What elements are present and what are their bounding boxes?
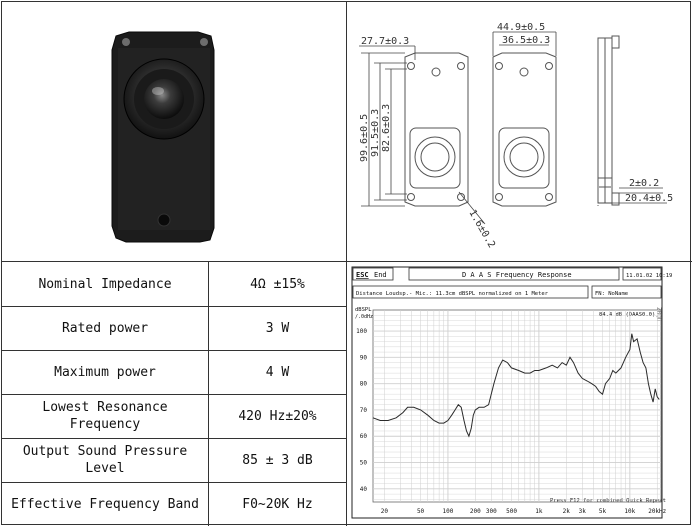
dim-20-4: 20.4±0.5: [625, 193, 673, 204]
y-tick-label: 60: [360, 433, 368, 440]
x-tick-label: 20kHz: [648, 508, 666, 515]
y-tick-label: 100: [356, 328, 367, 335]
dim-hole: 1.6±0.2: [466, 208, 497, 250]
spec-row-divider: [1, 350, 346, 351]
x-tick-label: 5k: [599, 508, 607, 515]
response-curve: [372, 333, 660, 438]
frequency-response-panel: ESC End D A A S Frequency Response 11.01…: [347, 262, 691, 526]
dim-27-7: 27.7±0.3: [361, 36, 409, 47]
divider-vertical: [346, 1, 347, 526]
dim-82-6: 82.6±0.3: [381, 104, 392, 152]
x-tick-label: 20: [381, 508, 389, 515]
end-key[interactable]: End: [374, 271, 387, 279]
esc-key[interactable]: ESC: [356, 271, 369, 279]
spec-value: 85 ± 3 dB: [242, 452, 313, 468]
x-tick-label: 300: [486, 508, 497, 515]
spec-value: F0~20K Hz: [242, 496, 313, 512]
spec-row-divider: [1, 482, 346, 483]
x-tick-label: 100: [443, 508, 454, 515]
y-unit-label: dBSPL: [355, 307, 372, 313]
technical-drawing: 27.7±0.3 44.9±0.5 36.5±0.3 99.6±0.5 91.5…: [347, 2, 691, 261]
spec-row-divider: [1, 438, 346, 439]
spec-value: 420 Hz±20%: [238, 408, 317, 424]
spec-label: Nominal Impedance: [38, 276, 172, 292]
y-tick-label: 80: [360, 381, 368, 388]
y-tick-label: 70: [360, 407, 368, 414]
y-unit-sub: /.0dHz: [355, 314, 373, 320]
y-tick-label: 50: [360, 460, 368, 467]
graph-subtitle: Distance Loudsp.- Mic.: 11.3cm dBSPL nor…: [356, 291, 549, 297]
x-tick-label: 3k: [579, 508, 587, 515]
spec-label: Output Sound Pressure Level: [22, 444, 188, 476]
dimension-drawing: 27.7±0.3 44.9±0.5 36.5±0.3 99.6±0.5 91.5…: [359, 22, 673, 250]
plot-area: [372, 309, 662, 503]
spec-label: Lowest Resonance Frequency: [42, 400, 168, 432]
graph-file: FN: NoName: [595, 291, 628, 297]
dim-91-5: 91.5±0.3: [370, 109, 381, 157]
dim-99-6: 99.6±0.5: [359, 114, 370, 162]
x-tick-label: 2k: [563, 508, 571, 515]
dim-44-9: 44.9±0.5: [497, 22, 545, 33]
divider-horizontal: [1, 261, 692, 262]
spec-value: 4 W: [265, 364, 290, 380]
spec-label: Effective Frequency Band: [11, 496, 199, 512]
x-tick-label: 50: [417, 508, 425, 515]
y-tick-label: 90: [360, 354, 368, 361]
x-tick-label: 10k: [624, 508, 635, 515]
x-tick-label: 200: [470, 508, 481, 515]
y-tick-label: 40: [360, 486, 368, 493]
spec-label: Maximum power: [54, 364, 156, 380]
x-tick-label: 1k: [535, 508, 543, 515]
speaker-photo: [111, 31, 215, 243]
x-tick-label: 500: [506, 508, 517, 515]
spec-column-divider: [208, 261, 209, 526]
dim-36-5: 36.5±0.3: [502, 35, 550, 46]
graph-annotation: 84.4 dB (DAAS0.0): [599, 312, 655, 318]
spec-row-divider: [1, 394, 346, 395]
spec-value: 3 W: [265, 320, 290, 336]
product-photo: [2, 2, 346, 261]
spec-value: 4Ω ±15%: [250, 276, 305, 292]
graph-side-label: ZBQU: [655, 307, 662, 322]
graph-footer: Press F12 for combined Quick Repeat: [550, 498, 666, 504]
spec-row-divider: [1, 306, 346, 307]
graph-date: 11.01.02 10:19: [626, 273, 672, 279]
graph-title: D A A S Frequency Response: [462, 271, 572, 279]
dim-2: 2±0.2: [629, 178, 659, 189]
spec-label: Rated power: [61, 320, 149, 336]
frequency-response-chart: ESC End D A A S Frequency Response 11.01…: [351, 266, 672, 519]
